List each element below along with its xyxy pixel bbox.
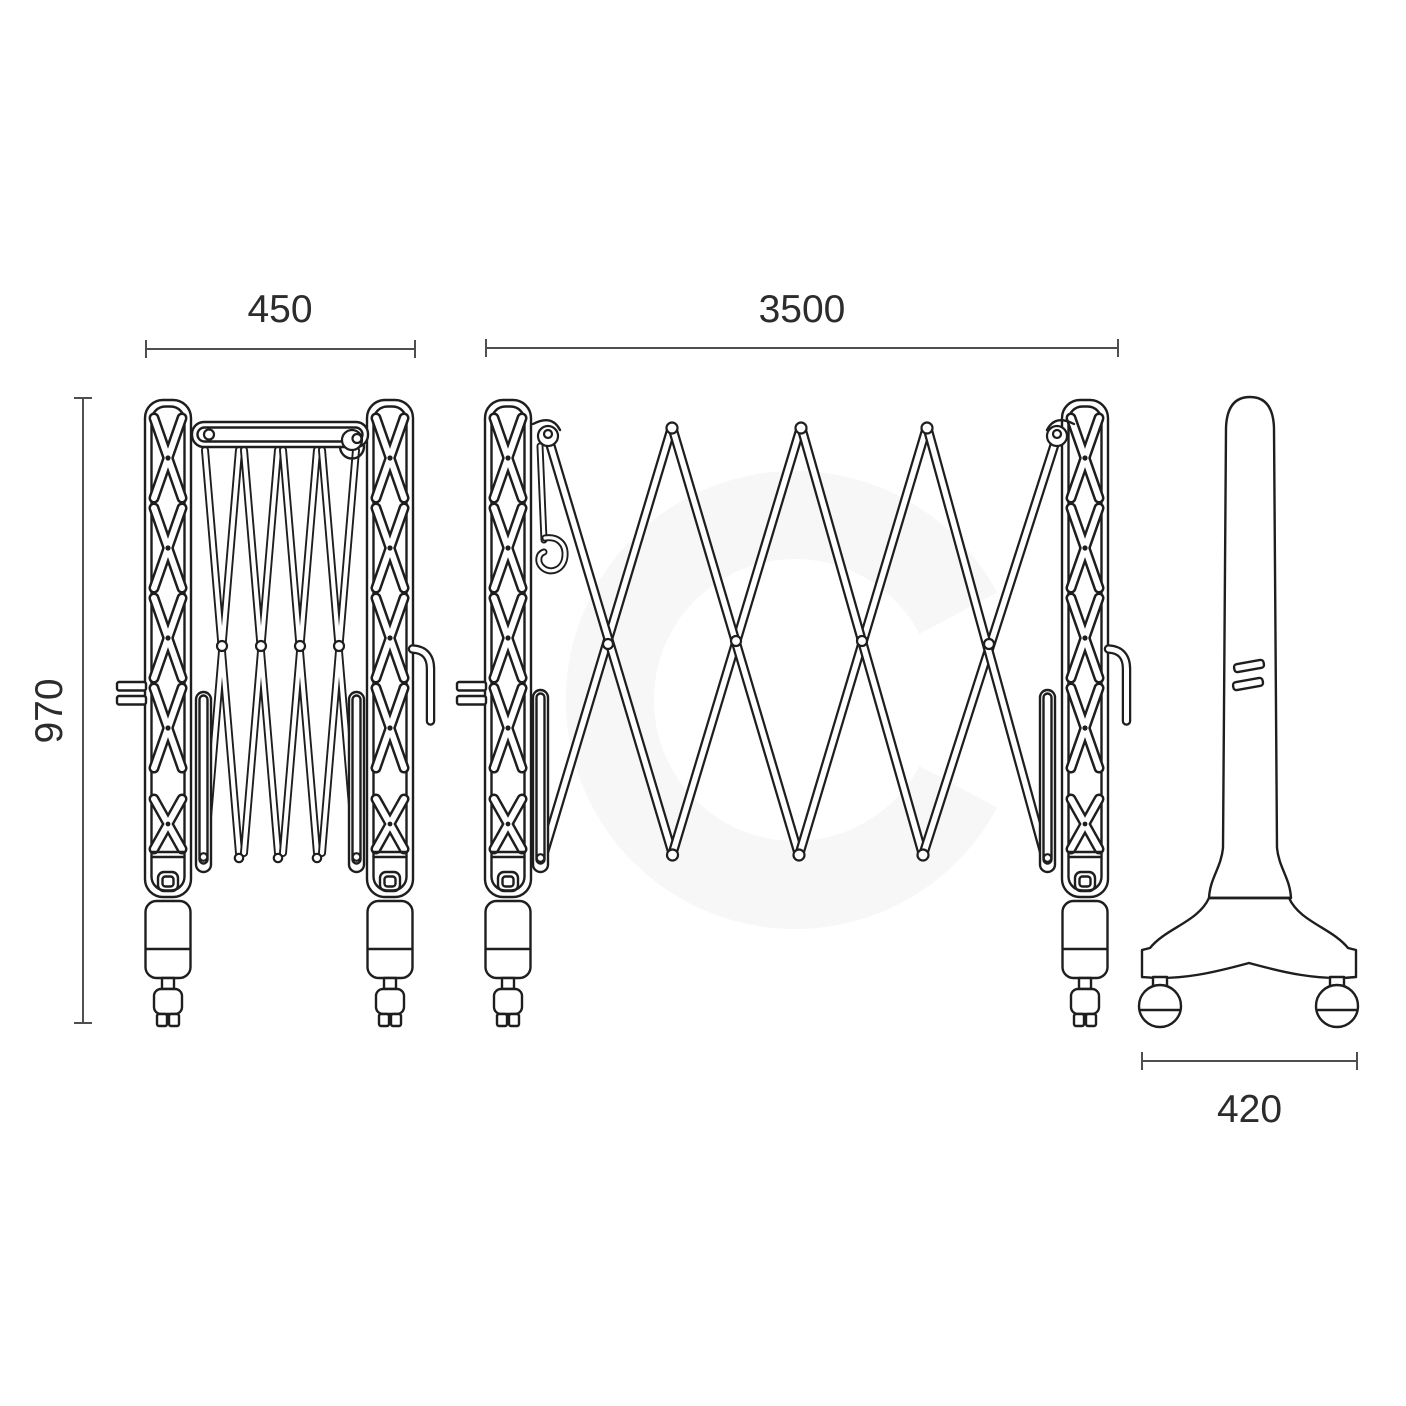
dimension-970: 970 (28, 397, 92, 1024)
top-rail (190, 420, 370, 460)
arm-tip-circle (272, 852, 284, 864)
gate-post-right (1062, 400, 1108, 1026)
pivot-circle (729, 634, 743, 648)
arm-tip-circle (198, 852, 209, 862)
dimension-420: 420 (1141, 1052, 1358, 1131)
pivot-circle (665, 421, 679, 435)
side-post (1207, 395, 1293, 900)
wall-bracket (115, 680, 148, 706)
pulley-pin (351, 432, 363, 445)
view-collapsed (115, 400, 436, 1026)
pivot-circle (665, 848, 680, 862)
pulley (531, 418, 562, 448)
gate-post-right (367, 400, 413, 1026)
rail-pin-circle (202, 428, 216, 441)
pivot-circle (920, 421, 934, 435)
slider-track (1038, 688, 1057, 874)
arm-tip-circle (1042, 853, 1053, 863)
latch-hook (535, 442, 569, 575)
pivot-circle (215, 639, 229, 653)
watermark-ring (566, 471, 998, 929)
watermark (566, 471, 998, 929)
dimension-label: 450 (247, 288, 312, 331)
wall-bracket (455, 680, 488, 706)
caster-wheel (1314, 983, 1360, 1029)
pivot-circle (601, 637, 615, 651)
scissor-mechanism-collapsed (201, 446, 360, 864)
side-grip-slots (1231, 658, 1266, 692)
pulley (1045, 418, 1076, 448)
caster-wheel (1137, 983, 1183, 1029)
arm-tip-circle (311, 852, 323, 864)
pivot-circle (332, 639, 346, 653)
pivot-circle (982, 637, 996, 651)
gate-post-left (485, 400, 531, 1026)
pull-handle (1103, 644, 1132, 726)
dimension-450: 450 (145, 288, 416, 358)
pivot-circle (293, 639, 307, 653)
pivot-circle (792, 848, 806, 862)
arm-tip-circle (351, 852, 362, 862)
pivot-circle (916, 848, 930, 862)
arm-tip-circle (535, 853, 546, 863)
dimension-label: 3500 (759, 288, 846, 331)
pulley-pin (542, 428, 554, 440)
dimension-label: 970 (28, 678, 71, 743)
caster (1314, 975, 1360, 1029)
pivot-circle (855, 634, 869, 648)
slider-track (347, 690, 366, 874)
pivot-circle (794, 421, 808, 435)
arm-tip-circle (233, 852, 245, 864)
slider-track (194, 690, 213, 874)
caster (1137, 975, 1183, 1029)
dimension-3500: 3500 (485, 288, 1119, 357)
side-base (1140, 896, 1358, 980)
pivot-circle (254, 639, 268, 653)
view-expanded (455, 400, 1132, 1026)
slider-track (531, 688, 550, 874)
rail-pulley-bracket (338, 444, 366, 460)
pull-handle (407, 644, 436, 726)
dimension-label: 420 (1217, 1088, 1282, 1131)
gate-post-left (145, 400, 191, 1026)
view-side (1137, 395, 1360, 1029)
scissor-mechanism-expanded (538, 421, 1062, 862)
pulley-pin (1051, 428, 1063, 440)
